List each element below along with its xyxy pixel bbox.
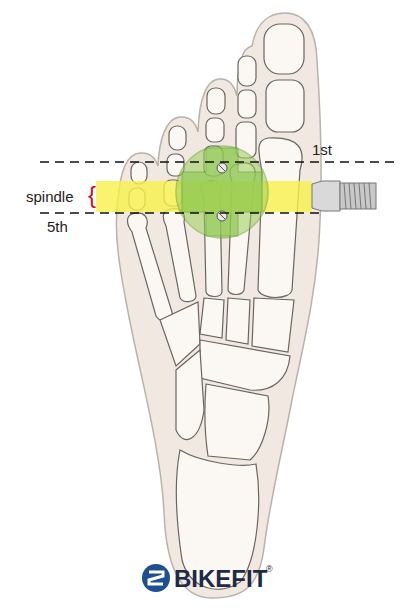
bikefit-logo-icon bbox=[142, 564, 170, 592]
brand-name: BIKEFIT bbox=[174, 567, 267, 591]
spindle-label: spindle bbox=[26, 189, 74, 204]
cleat bbox=[176, 146, 268, 238]
fifth-metatarsal-line bbox=[40, 212, 322, 214]
foot-bones bbox=[128, 24, 305, 589]
spindle-thread bbox=[312, 181, 376, 211]
foot-outline bbox=[116, 13, 321, 598]
registered-mark: ® bbox=[266, 565, 273, 574]
spindle-bracket: { bbox=[88, 183, 96, 207]
first-metatarsal-line bbox=[40, 161, 400, 163]
metatarsal-label: 1st bbox=[312, 142, 332, 157]
metatarsal-label: 5th bbox=[47, 219, 68, 234]
